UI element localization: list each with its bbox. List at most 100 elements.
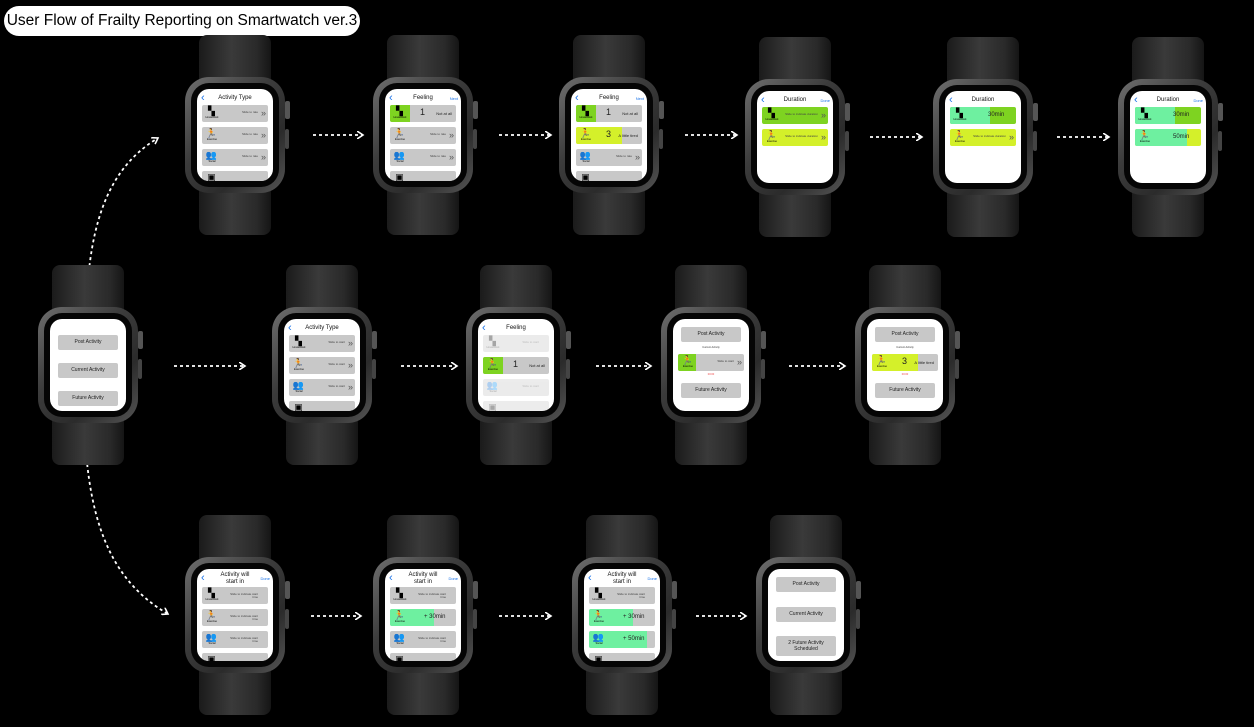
- exercise-icon: 🏃: [205, 610, 218, 620]
- back-chevron-icon[interactable]: ‹: [949, 94, 953, 106]
- done-button[interactable]: Done: [448, 576, 458, 581]
- watch-current-in-progress: Post Activity Current Activity 🏃Exercise…: [659, 265, 766, 465]
- past-activity-button[interactable]: Post Activity: [58, 335, 118, 350]
- slide-chevron-icon: »: [634, 152, 640, 162]
- slide-chevron-icon: »: [347, 360, 353, 370]
- social-icon: 👥: [205, 632, 218, 642]
- activity-row-more[interactable]: ▣: [390, 653, 456, 661]
- exercise-icon: 🏃: [579, 128, 592, 138]
- activity-row-more[interactable]: ▣: [483, 401, 549, 411]
- future-row-exercise[interactable]: 🏃Exercise+ 30min: [390, 609, 456, 626]
- exercise-icon: 🏃: [393, 610, 406, 620]
- screen-title: Activity will start in: [408, 572, 438, 585]
- back-chevron-icon[interactable]: ‹: [389, 572, 393, 584]
- future-activity-button[interactable]: Future Activity: [681, 383, 741, 398]
- current-activity-button[interactable]: Current Activity: [776, 607, 836, 622]
- screen-title: Activity Type: [218, 95, 252, 101]
- back-chevron-icon[interactable]: ‹: [761, 94, 765, 106]
- back-chevron-icon[interactable]: ‹: [588, 572, 592, 584]
- slide-chevron-icon: »: [448, 130, 454, 140]
- done-button[interactable]: Done: [647, 576, 657, 581]
- more-icon: ▣: [207, 654, 216, 661]
- exercise-icon: 🏃: [393, 128, 406, 138]
- housework-icon: ▚: [396, 106, 403, 116]
- done-button[interactable]: Done: [260, 576, 270, 581]
- back-chevron-icon[interactable]: ‹: [201, 92, 205, 104]
- future-row-social[interactable]: 👥Social+ 50min: [589, 631, 655, 648]
- next-button[interactable]: Next: [449, 96, 458, 101]
- past-activity-button[interactable]: Post Activity: [875, 327, 935, 342]
- past-activity-button[interactable]: Post Activity: [681, 327, 741, 342]
- future-row-exercise[interactable]: 🏃Exercise+ 30min: [589, 609, 655, 626]
- next-button[interactable]: Next: [635, 96, 644, 101]
- more-icon: ▣: [207, 172, 216, 181]
- activity-row-more[interactable]: ▣: [576, 171, 642, 181]
- housework-icon: ▚: [489, 336, 496, 346]
- exercise-icon: 🏃: [486, 358, 499, 368]
- back-chevron-icon[interactable]: ‹: [389, 92, 393, 104]
- future-activity-button[interactable]: Future Activity: [875, 383, 935, 398]
- future-scheduled-button[interactable]: 2 Future Activity Scheduled: [776, 636, 836, 656]
- past-activity-button[interactable]: Post Activity: [776, 577, 836, 592]
- back-chevron-icon[interactable]: ‹: [575, 92, 579, 104]
- slide-chevron-icon: »: [347, 382, 353, 392]
- activity-row-more[interactable]: ▣: [589, 653, 655, 661]
- back-chevron-icon[interactable]: ‹: [288, 322, 292, 334]
- social-icon: 👥: [393, 150, 406, 160]
- exercise-icon: 🏃: [681, 355, 694, 365]
- activity-row-more[interactable]: ▣: [202, 171, 268, 181]
- screen-title: Duration: [971, 97, 995, 103]
- more-icon: ▣: [488, 402, 497, 411]
- activity-row-more[interactable]: ▣: [202, 653, 268, 661]
- back-chevron-icon[interactable]: ‹: [201, 572, 205, 584]
- activity-row-more[interactable]: ▣: [390, 171, 456, 181]
- done-button[interactable]: Done: [1193, 98, 1203, 103]
- back-chevron-icon[interactable]: ‹: [1134, 94, 1138, 106]
- done-button[interactable]: Done: [820, 98, 830, 103]
- future-activity-button[interactable]: Future Activity: [58, 391, 118, 406]
- current-activity-button[interactable]: Current Activity: [58, 363, 118, 378]
- activity-row-more[interactable]: ▣: [289, 401, 355, 411]
- back-chevron-icon[interactable]: ‹: [482, 322, 486, 334]
- watch-current-rated: Post Activity Current Activity 🏃Exercise…: [853, 265, 960, 465]
- watch-screen: Post Activity Current Activity Future Ac…: [50, 319, 126, 411]
- watch-home-scheduled: Post Activity Current Activity 2 Future …: [754, 515, 861, 715]
